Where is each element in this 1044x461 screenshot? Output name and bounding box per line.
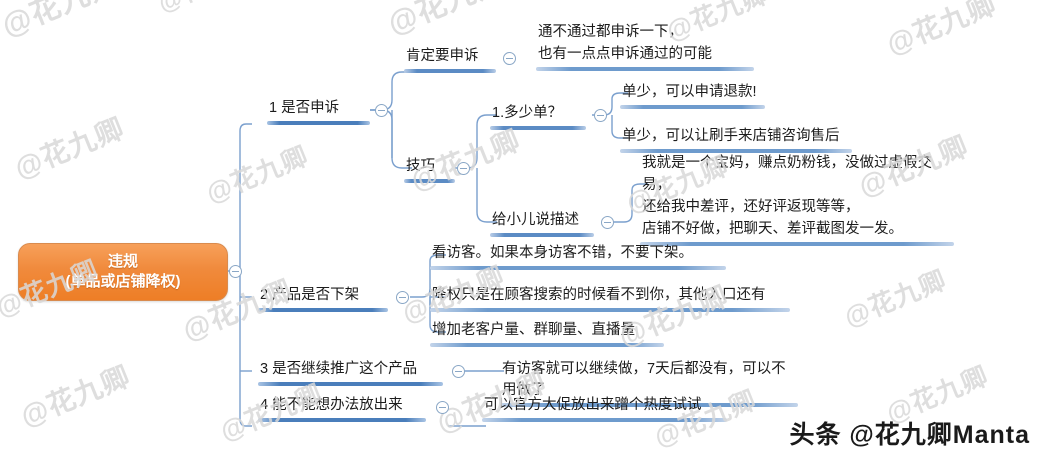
- node-b4[interactable]: 4 能不能想办法放出来: [258, 395, 426, 422]
- node-b1-2-toggle-icon[interactable]: [457, 162, 470, 175]
- node-b1-2-2-1-underline: [640, 242, 954, 246]
- node-b3-1[interactable]: 有访客就可以继续做，7天后都没有，可以不用做了: [500, 359, 798, 407]
- node-b1-2-label: 技巧: [406, 158, 435, 174]
- node-b1-underline: [267, 121, 370, 125]
- node-b4-1-label: 可以官方大促放出来蹭个热度试试: [484, 397, 702, 413]
- node-b4-label: 4 能不能想办法放出来: [260, 397, 403, 413]
- node-b1-2-2-underline: [490, 233, 594, 237]
- node-b1-2-2-toggle-icon[interactable]: [601, 216, 614, 229]
- node-b1-2-1-2-underline: [620, 149, 852, 153]
- node-b2-2-label: 降权只是在顾客搜索的时候看不到你，其他入口还有: [432, 287, 766, 303]
- node-b1-1-1-underline: [536, 67, 754, 71]
- node-b1-toggle-icon[interactable]: [375, 104, 388, 117]
- node-b2-3-underline: [430, 343, 664, 347]
- node-b3-label: 3 是否继续推广这个产品: [260, 361, 418, 377]
- node-b1-2-2-1-label: 我就是一个宝妈，赚点奶粉钱，没做过虚假交易， 还给我中差评，还好评返现等等， 店…: [642, 155, 932, 237]
- node-b2[interactable]: 2 产品是否下架: [258, 285, 388, 312]
- node-b4-1-underline: [482, 418, 727, 422]
- node-b2-label: 2 产品是否下架: [260, 287, 360, 303]
- node-b2-underline: [258, 308, 388, 312]
- node-b4-toggle-icon[interactable]: [436, 401, 449, 414]
- node-b1-1[interactable]: 肯定要申诉: [404, 46, 496, 73]
- node-b2-2[interactable]: 降权只是在顾客搜索的时候看不到你，其他入口还有: [430, 285, 790, 312]
- node-b1-1-toggle-icon[interactable]: [503, 52, 516, 65]
- node-b1-2-underline: [404, 179, 455, 183]
- node-b1-2-1-label: 1.多少单？: [492, 105, 563, 121]
- node-b1-2-1[interactable]: 1.多少单？: [490, 103, 586, 130]
- node-b2-1[interactable]: 看访客。如果本身访客不错，不要下架。: [430, 243, 726, 270]
- node-b1-1-1[interactable]: 通不通过都申诉一下， 也有一点点申诉通过的可能: [536, 21, 754, 71]
- node-b3-1-underline: [500, 403, 798, 407]
- node-b3-toggle-icon[interactable]: [452, 365, 465, 378]
- node-b2-1-label: 看访客。如果本身访客不错，不要下架。: [432, 245, 693, 261]
- node-b3-1-label: 有访客就可以继续做，7天后都没有，可以不用做了: [502, 361, 786, 398]
- node-b2-toggle-icon[interactable]: [396, 291, 409, 304]
- root-node[interactable]: 违规 (单品或店铺降权): [18, 243, 228, 301]
- node-b1-2-1-2-label: 单少，可以让刷手来店铺咨询售后: [622, 128, 840, 144]
- root-node-line1: 违规: [107, 252, 138, 270]
- node-b1[interactable]: 1 是否申诉: [267, 98, 370, 125]
- node-b2-1-underline: [430, 266, 726, 270]
- root-collapse-toggle-icon[interactable]: [229, 265, 242, 278]
- node-b1-2-1-1-underline: [620, 105, 765, 109]
- node-b1-2-1-1[interactable]: 单少，可以申请退款!: [620, 82, 765, 109]
- node-b1-2-1-toggle-icon[interactable]: [594, 109, 607, 122]
- node-b1-2[interactable]: 技巧: [404, 156, 455, 183]
- node-b3-underline: [258, 382, 443, 386]
- node-b2-3-label: 增加老客户量、群聊量、直播量: [432, 322, 635, 338]
- node-b1-2-2[interactable]: 给小儿说描述: [490, 210, 594, 237]
- root-node-line2: (单品或店铺降权): [65, 273, 181, 290]
- node-b4-underline: [258, 418, 426, 422]
- node-b1-2-2-label: 给小儿说描述: [492, 212, 579, 228]
- brand-watermark: 头条 @花九卿Manta: [789, 421, 1030, 449]
- node-b3[interactable]: 3 是否继续推广这个产品: [258, 359, 443, 386]
- node-b2-3[interactable]: 增加老客户量、群聊量、直播量: [430, 320, 664, 347]
- node-b1-2-2-1[interactable]: 我就是一个宝妈，赚点奶粉钱，没做过虚假交易， 还给我中差评，还好评返现等等， 店…: [640, 152, 954, 246]
- node-b4-1[interactable]: 可以官方大促放出来蹭个热度试试: [482, 395, 727, 422]
- node-b1-2-1-2[interactable]: 单少，可以让刷手来店铺咨询售后: [620, 126, 852, 153]
- node-b1-1-underline: [404, 69, 496, 73]
- node-b1-label: 1 是否申诉: [269, 100, 340, 116]
- node-b2-2-underline: [430, 308, 790, 312]
- node-b1-2-1-underline: [490, 126, 586, 130]
- node-b1-1-label: 肯定要申诉: [406, 48, 479, 64]
- node-b1-1-1-label: 通不通过都申诉一下， 也有一点点申诉通过的可能: [538, 24, 712, 62]
- node-b1-2-1-1-label: 单少，可以申请退款!: [622, 84, 757, 100]
